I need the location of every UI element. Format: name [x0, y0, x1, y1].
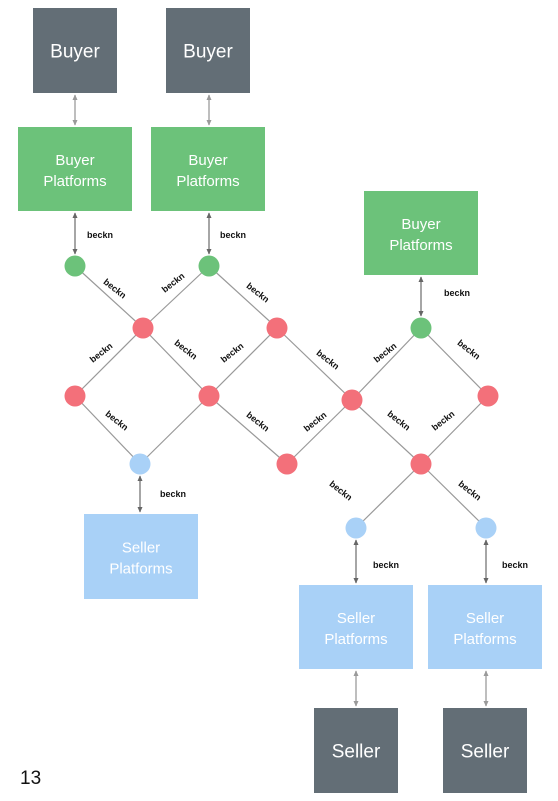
- buyer-platforms-2-label-line2: Platforms: [176, 173, 239, 190]
- buyer-platforms-3-rect: [364, 191, 478, 275]
- seller-1-rect: [314, 708, 398, 793]
- mesh-edge-g2-g5: [276, 327, 353, 401]
- buyer-1-box: Buyer: [33, 8, 117, 93]
- node-to-seller-platforms-2-label: beckn: [373, 560, 399, 570]
- mesh-edge-g3-s1: [74, 395, 141, 465]
- seller-1-box: Seller: [314, 708, 398, 793]
- mesh-edge-label-10: beckn: [104, 409, 131, 433]
- seller-2-rect: [443, 708, 527, 793]
- mesh-edge-label-14: beckn: [430, 409, 457, 433]
- gateway-node-g4: [198, 385, 220, 407]
- buyer-2-box: Buyer: [166, 8, 250, 93]
- seller-platforms-2-label-line1: Seller: [337, 610, 375, 627]
- buyer-1-label: Buyer: [50, 42, 100, 63]
- connectors: [72, 94, 489, 707]
- gateway-node-g1: [132, 317, 154, 339]
- mesh-edge-label-15: beckn: [328, 479, 355, 503]
- mesh-edge-b2-g1: [142, 265, 210, 329]
- mesh-edge-label-13: beckn: [386, 409, 413, 433]
- seller-platforms-2-label-line2: Platforms: [324, 631, 387, 648]
- mesh-edge-b3-g5: [351, 327, 422, 401]
- mesh-edge-b3-g6: [420, 327, 489, 397]
- mesh-edge-label-16: beckn: [457, 479, 484, 503]
- mesh-edge-label-1: beckn: [102, 277, 129, 301]
- seller-platforms-1-label-line2: Platforms: [109, 561, 172, 578]
- buyer-node-b1: [64, 255, 86, 277]
- mesh-edge-label-5: beckn: [173, 338, 200, 362]
- seller-node-s2: [345, 517, 367, 539]
- gateway-node-g5: [341, 389, 363, 411]
- mesh-edge-b1-g1: [74, 265, 144, 329]
- buyer-platforms-1-label-line2: Platforms: [43, 173, 106, 190]
- mesh-edge-label-12: beckn: [302, 410, 329, 434]
- buyer-2-label: Buyer: [183, 42, 233, 63]
- buyer-1-rect: [33, 8, 117, 93]
- mesh-edge-g4-s1: [139, 395, 210, 465]
- buyer-platforms-1-rect: [18, 127, 132, 211]
- seller-platforms-3-rect: [428, 585, 542, 669]
- gateway-node-g7: [276, 453, 298, 475]
- seller-platforms-2-rect: [299, 585, 413, 669]
- platforms-3-to-node-label: beckn: [444, 288, 470, 298]
- buyer-node-b3: [410, 317, 432, 339]
- mesh-edge-g2-g4: [208, 327, 278, 397]
- seller-1-label: Seller: [332, 742, 381, 763]
- buyer-node-b2: [198, 255, 220, 277]
- platforms-1-to-node-label: beckn: [87, 230, 113, 240]
- buyer-platforms-2-rect: [151, 127, 265, 211]
- seller-2-box: Seller: [443, 708, 527, 793]
- seller-platforms-3-label-line1: Seller: [466, 610, 504, 627]
- mesh-edge-label-6: beckn: [219, 341, 246, 365]
- node-to-seller-platforms-3-label: beckn: [502, 560, 528, 570]
- seller-2-label: Seller: [461, 742, 510, 763]
- seller-platforms-1-label-line1: Seller: [122, 540, 160, 557]
- node-to-seller-platforms-1-label: beckn: [160, 489, 186, 499]
- mesh-edge-g5-g8: [351, 399, 422, 465]
- seller-node-s3: [475, 517, 497, 539]
- mesh-edge-b2-g2: [208, 265, 278, 329]
- mesh-edge-label-3: beckn: [245, 281, 272, 305]
- platforms-2-to-node-label: beckn: [220, 230, 246, 240]
- buyer-2-rect: [166, 8, 250, 93]
- mesh-edge-label-9: beckn: [456, 338, 483, 362]
- seller-platforms-3-label-line2: Platforms: [453, 631, 516, 648]
- buyer-platforms-1-label-line1: Buyer: [55, 152, 94, 169]
- gateway-node-g6: [477, 385, 499, 407]
- mesh-edge-g1-g4: [142, 327, 210, 397]
- buyer-platforms-2-label-line1: Buyer: [188, 152, 227, 169]
- gateway-node-g3: [64, 385, 86, 407]
- gateway-node-g2: [266, 317, 288, 339]
- mesh-edge-g8-s3: [420, 463, 487, 529]
- mesh-edge-g6-g8: [420, 395, 489, 465]
- seller-platforms-1-rect: [84, 514, 198, 599]
- mesh-edge-g8-s2: [355, 463, 422, 529]
- seller-node-s1: [129, 453, 151, 475]
- mesh-lines: [74, 265, 489, 529]
- mesh-edge-g5-g7: [286, 399, 353, 465]
- mesh-edge-g1-g3: [74, 327, 144, 397]
- nodes: [64, 255, 499, 539]
- buyer-platforms-3-label-line2: Platforms: [389, 237, 452, 254]
- buyer-platforms-3-label-line1: Buyer: [401, 216, 440, 233]
- mesh-edge-label-8: beckn: [372, 341, 399, 365]
- gateway-node-g8: [410, 453, 432, 475]
- page-number: 13: [20, 768, 42, 789]
- mesh-edge-g4-g7: [208, 395, 288, 465]
